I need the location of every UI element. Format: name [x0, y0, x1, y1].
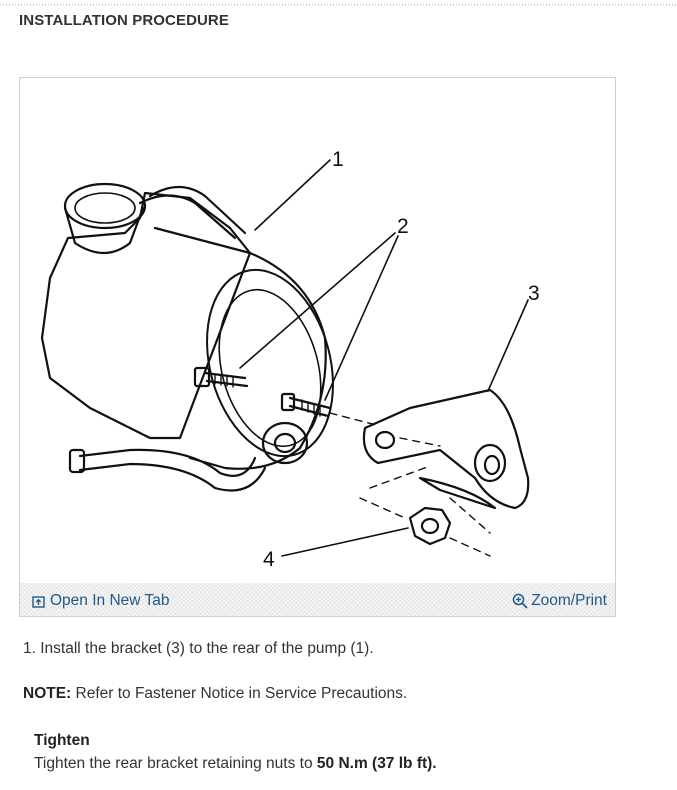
open-in-new-tab-link[interactable]: Open In New Tab — [32, 592, 169, 610]
leader-2a — [239, 232, 396, 369]
zoom-print-label: Zoom/Print — [531, 592, 607, 609]
callout-4: 4 — [263, 548, 275, 571]
pump-drum — [153, 226, 327, 470]
tighten-prefix: Tighten the rear bracket retaining nuts … — [34, 755, 317, 772]
top-divider — [0, 4, 677, 6]
leader-3 — [487, 299, 529, 392]
hose — [138, 185, 247, 240]
step-1: 1. Install the bracket (3) to the rear o… — [23, 640, 374, 657]
open-in-new-tab-label: Open In New Tab — [50, 592, 170, 609]
callout-3: 3 — [528, 282, 540, 305]
torque-value: 50 N.m (37 lb ft). — [316, 755, 437, 772]
reservoir-cap — [63, 182, 147, 230]
tighten-heading: Tighten — [34, 732, 90, 749]
reservoir-body — [40, 191, 252, 440]
leader-4 — [281, 527, 409, 557]
callout-1: 1 — [332, 148, 344, 171]
note-label: NOTE: — [23, 685, 72, 702]
pump-bracket-diagram: 1 2 3 4 — [40, 148, 540, 571]
nut — [408, 506, 452, 546]
note-text: Refer to Fastener Notice in Service Prec… — [71, 685, 408, 702]
note-line: NOTE: Refer to Fastener Notice in Servic… — [23, 685, 407, 703]
zoom-print-link[interactable]: Zoom/Print — [512, 592, 607, 610]
figure-toolbar: Open In New Tab Zoom/Print — [20, 583, 615, 616]
leader-2b — [324, 235, 399, 401]
open-in-new-tab-icon — [32, 595, 45, 608]
leader-1 — [254, 159, 331, 231]
zoom-icon — [512, 593, 528, 609]
callout-2: 2 — [397, 215, 409, 238]
stud-lower — [288, 396, 332, 418]
tighten-text: Tighten the rear bracket retaining nuts … — [34, 755, 437, 773]
bracket — [362, 388, 530, 510]
figure-container: 1 2 3 4 Open In New Tab Zoom/Print — [19, 77, 616, 617]
page-title: INSTALLATION PROCEDURE — [19, 12, 229, 29]
